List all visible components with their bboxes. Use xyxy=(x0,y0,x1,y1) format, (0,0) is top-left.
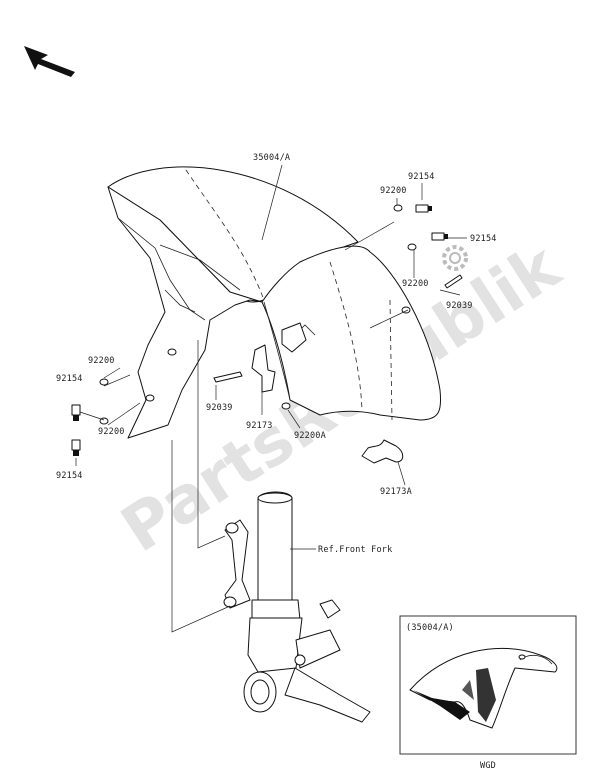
callout-92200-top: 92200 xyxy=(380,186,407,196)
inset-code: WGD xyxy=(480,761,496,771)
inset-title: (35004/A) xyxy=(406,623,454,633)
callout-92173A: 92173A xyxy=(380,487,412,497)
mount-bracket-92173 xyxy=(251,344,276,393)
direction-arrow-icon xyxy=(24,46,75,77)
ref-line-left xyxy=(171,440,231,633)
front-fork xyxy=(223,491,371,723)
leader-lines xyxy=(75,164,467,550)
callout-ref-front-fork: Ref.Front Fork xyxy=(318,545,392,555)
callout-35004A: 35004/A xyxy=(253,153,290,163)
callout-92200A: 92200A xyxy=(294,431,326,441)
callout-92039-center: 92039 xyxy=(206,403,233,413)
gear-icon xyxy=(442,245,468,271)
inset-fender xyxy=(409,647,558,729)
callout-92200-left-lower: 92200 xyxy=(98,427,125,437)
callout-92173: 92173 xyxy=(246,421,273,431)
front-fender xyxy=(107,166,442,439)
callout-92154-left-upper: 92154 xyxy=(56,374,83,384)
callout-92039-right: 92039 xyxy=(446,301,473,311)
bolt-icon xyxy=(71,204,448,456)
callout-92154-right: 92154 xyxy=(470,234,497,244)
mount-bracket-92173A xyxy=(361,439,404,464)
callout-92200-left-upper: 92200 xyxy=(88,356,115,366)
callout-92200-right: 92200 xyxy=(402,279,429,289)
callout-92154-top: 92154 xyxy=(408,172,435,182)
washer-icon xyxy=(99,204,417,425)
stay-bracket xyxy=(281,322,307,353)
clip-icon xyxy=(213,274,463,383)
callout-92154-left-lower: 92154 xyxy=(56,471,83,481)
ref-line-right xyxy=(197,340,226,549)
callout-labels: 35004/A 92154 92200 92154 92200 92039 92… xyxy=(56,153,497,555)
inset-panel: (35004/A) WGD xyxy=(399,615,577,771)
